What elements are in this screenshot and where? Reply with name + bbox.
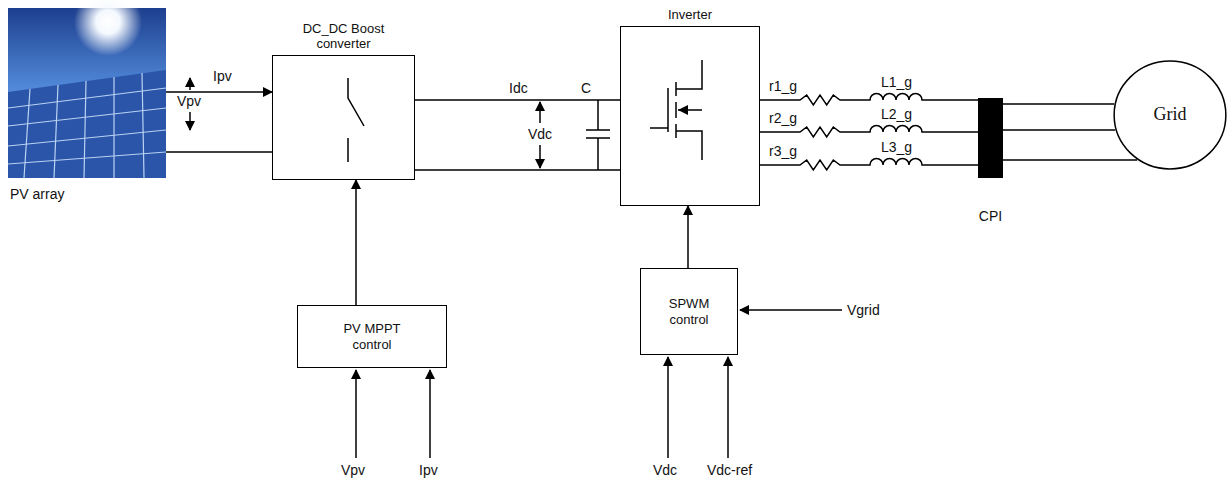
- pv-array: PV array: [8, 8, 166, 178]
- power-wire: [415, 169, 620, 171]
- block-label: PV MPPT control: [332, 321, 412, 352]
- mosfet-arrow: [678, 105, 688, 115]
- part-label: CPI: [979, 208, 1002, 225]
- current-name: Idc: [508, 80, 529, 96]
- grid-circle: Grid: [1113, 60, 1227, 170]
- part-name: L2_g: [880, 106, 913, 122]
- voltage-arrow: [539, 145, 541, 168]
- capacitor-symbol: [586, 100, 610, 170]
- switch-symbol: [348, 78, 364, 162]
- control-box: PV MPPT control: [297, 305, 447, 368]
- voltage-arrow: [189, 112, 191, 130]
- signal-name: Vdc-ref: [706, 462, 753, 478]
- signal-name: Vgrid: [846, 302, 881, 318]
- control-box: SPWM control: [640, 268, 738, 355]
- power-wire: [415, 99, 620, 101]
- power-wire: [760, 126, 978, 137]
- signal-name: Vpv: [176, 93, 202, 109]
- block-title: DC_DC Boost converter: [289, 21, 399, 52]
- power-wire: [1003, 129, 1115, 131]
- power-wire: [760, 159, 978, 170]
- power-wire: [1003, 159, 1137, 161]
- block-label: Grid: [1154, 104, 1187, 126]
- signal-name: Vdc: [527, 126, 553, 142]
- block-title: Inverter: [635, 7, 745, 23]
- inverter-box: Inverter: [620, 26, 760, 206]
- pv-picture: [8, 0, 166, 178]
- part-name: r1_g: [768, 78, 798, 94]
- signal-name: Vdc: [652, 462, 678, 478]
- signal-name: Ipv: [418, 462, 439, 478]
- connection-bar: CPI: [978, 98, 1003, 178]
- converter-box: DC_DC Boost converter: [272, 55, 415, 180]
- part-name: L3_g: [880, 139, 913, 155]
- power-wire: [760, 94, 978, 106]
- power-wire: [166, 151, 272, 153]
- part-name: r2_g: [768, 110, 798, 126]
- part-name: C: [580, 80, 592, 96]
- control-arrow: [355, 180, 357, 305]
- control-arrow: [687, 206, 689, 268]
- block-label: SPWM control: [658, 296, 720, 327]
- part-name: r3_g: [768, 143, 798, 159]
- mosfet-symbol: [650, 60, 702, 160]
- signal-arrow: [356, 310, 842, 458]
- part-label: PV array: [10, 186, 64, 203]
- signal-name: Vpv: [340, 462, 366, 478]
- power-wire: [1003, 103, 1114, 105]
- part-name: L1_g: [880, 74, 913, 90]
- current-name: Ipv: [212, 68, 233, 84]
- voltage-arrow: [539, 102, 541, 123]
- voltage-arrow: [189, 78, 191, 90]
